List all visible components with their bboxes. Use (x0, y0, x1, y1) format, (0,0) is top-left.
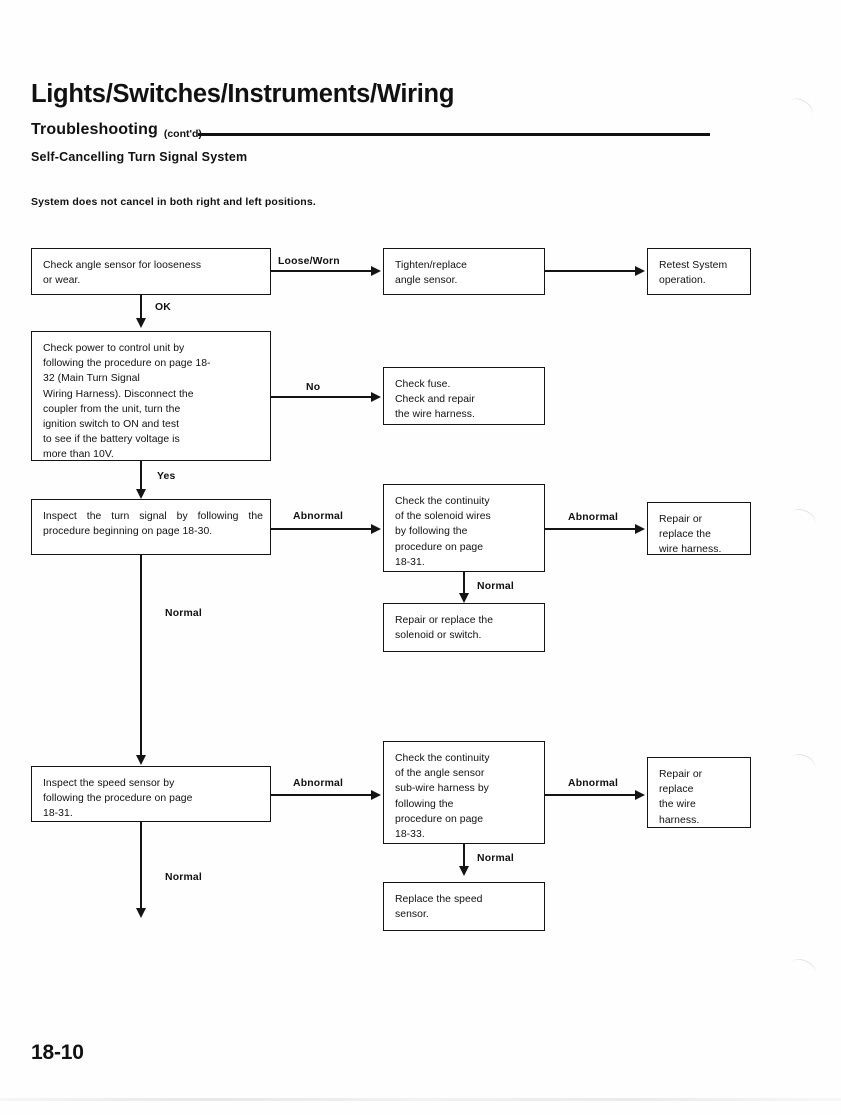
flow-box-check-angle-sensor: Check angle sensor for looseness or wear… (31, 248, 271, 295)
arrowhead-b4-to-b6 (136, 489, 146, 499)
scan-artifact-icon (787, 955, 819, 982)
edge-b4-to-b6 (140, 461, 142, 493)
arrowhead-b7-to-b9 (459, 593, 469, 603)
edge-b11-to-b12 (545, 794, 637, 796)
edge-b1-to-b4 (140, 295, 142, 322)
section-heading: Troubleshooting (31, 121, 158, 138)
edge-label-ok: OK (155, 302, 171, 313)
flow-box-text: Repair or replace the solenoid or switch… (395, 615, 494, 642)
flow-box-text: Check angle sensor for looseness or wear… (43, 260, 202, 287)
flow-box-text: Check power to control unit by following… (43, 343, 211, 461)
system-subheading: Self-Cancelling Turn Signal System (31, 150, 248, 164)
flow-box-replace-speed-sensor: Replace the speed sensor. (383, 882, 545, 931)
edge-label-normal-1: Normal (477, 581, 514, 592)
flow-box-check-fuse: Check fuse. Check and repair the wire ha… (383, 367, 545, 425)
edge-label-abnormal-3: Abnormal (293, 778, 344, 789)
header-rule (198, 133, 710, 136)
edge-b7-to-b9 (463, 572, 465, 596)
flow-box-repair-replace-solenoid: Repair or replace the solenoid or switch… (383, 603, 545, 652)
arrowhead-b7-to-b8 (635, 524, 645, 534)
continued-marker: (cont'd) (163, 128, 202, 140)
flow-box-check-solenoid-continuity: Check the continuity of the solenoid wir… (383, 484, 545, 572)
edge-label-abnormal-4: Abnormal (568, 778, 619, 789)
arrowhead-b6-to-b7 (371, 524, 381, 534)
scan-artifact-icon (787, 750, 819, 777)
flow-box-retest-system: Retest System operation. (647, 248, 751, 295)
page-title: Lights/Switches/Instruments/Wiring (31, 80, 455, 108)
flow-box-repair-replace-wire-harness-1: Repair or replace the wire harness. (647, 502, 751, 555)
arrowhead-b11-to-b13 (459, 866, 469, 876)
arrowhead-b4-to-b5 (371, 392, 381, 402)
edge-b11-to-b13 (463, 844, 465, 869)
scan-artifact-icon (785, 94, 817, 123)
edge-b6-to-b7 (271, 528, 373, 530)
edge-b4-to-b5 (271, 396, 373, 398)
arrowhead-b10-terminal (136, 908, 146, 918)
scan-edge-smudge (0, 1098, 841, 1101)
flow-box-text: Check the continuity of the solenoid wir… (395, 496, 491, 568)
edge-label-normal-left-2: Normal (165, 872, 202, 883)
flow-box-text: Inspect the speed sensor by following th… (43, 778, 193, 820)
page-number: 18-10 (31, 1041, 84, 1064)
edge-label-abnormal-2: Abnormal (568, 512, 619, 523)
arrowhead-b1-to-b2 (371, 266, 381, 276)
edge-b2-to-b3 (545, 270, 637, 272)
flow-box-text: Retest System operation. (659, 260, 728, 287)
arrowhead-b2-to-b3 (635, 266, 645, 276)
arrowhead-b6-to-b10 (136, 755, 146, 765)
flow-box-repair-replace-wire-harness-2: Repair or replace the wire harness. (647, 757, 751, 828)
flow-box-check-angle-sensor-subwire-continuity: Check the continuity of the angle sensor… (383, 741, 545, 844)
edge-b7-to-b8 (545, 528, 637, 530)
flow-box-text: Repair or replace the wire harness. (659, 514, 722, 556)
flow-box-text: Tighten/replace angle sensor. (395, 260, 467, 287)
symptom-statement: System does not cancel in both right and… (31, 196, 316, 208)
edge-b1-to-b2 (271, 270, 373, 272)
edge-b10-to-b11 (271, 794, 373, 796)
arrowhead-b10-to-b11 (371, 790, 381, 800)
edge-label-no: No (306, 382, 321, 393)
section-heading-row: Troubleshooting (cont'd) (31, 121, 711, 143)
edge-b6-to-b10 (140, 555, 142, 758)
flow-box-text: Replace the speed sensor. (395, 894, 483, 921)
flow-box-text: Repair or replace the wire harness. (659, 769, 703, 826)
edge-label-loose-worn: Loose/Worn (278, 256, 340, 267)
edge-label-normal-2: Normal (477, 853, 514, 864)
flow-box-text: Check the continuity of the angle sensor… (395, 753, 490, 841)
flow-box-inspect-turn-signal: Inspect the turn signal by following the… (31, 499, 271, 555)
edge-label-normal-left-1: Normal (165, 608, 202, 619)
arrowhead-b11-to-b12 (635, 790, 645, 800)
flow-box-text: Inspect the turn signal by following the… (43, 511, 263, 538)
arrowhead-b1-to-b4 (136, 318, 146, 328)
edge-b10-terminal (140, 822, 142, 910)
flow-box-check-power-control-unit: Check power to control unit by following… (31, 331, 271, 461)
flow-box-text: Check fuse. Check and repair the wire ha… (395, 379, 475, 421)
edge-label-yes: Yes (157, 471, 176, 482)
flow-box-tighten-replace-angle-sensor: Tighten/replace angle sensor. (383, 248, 545, 295)
edge-label-abnormal-1: Abnormal (293, 511, 344, 522)
scan-artifact-icon (787, 505, 819, 532)
flow-box-inspect-speed-sensor: Inspect the speed sensor by following th… (31, 766, 271, 822)
